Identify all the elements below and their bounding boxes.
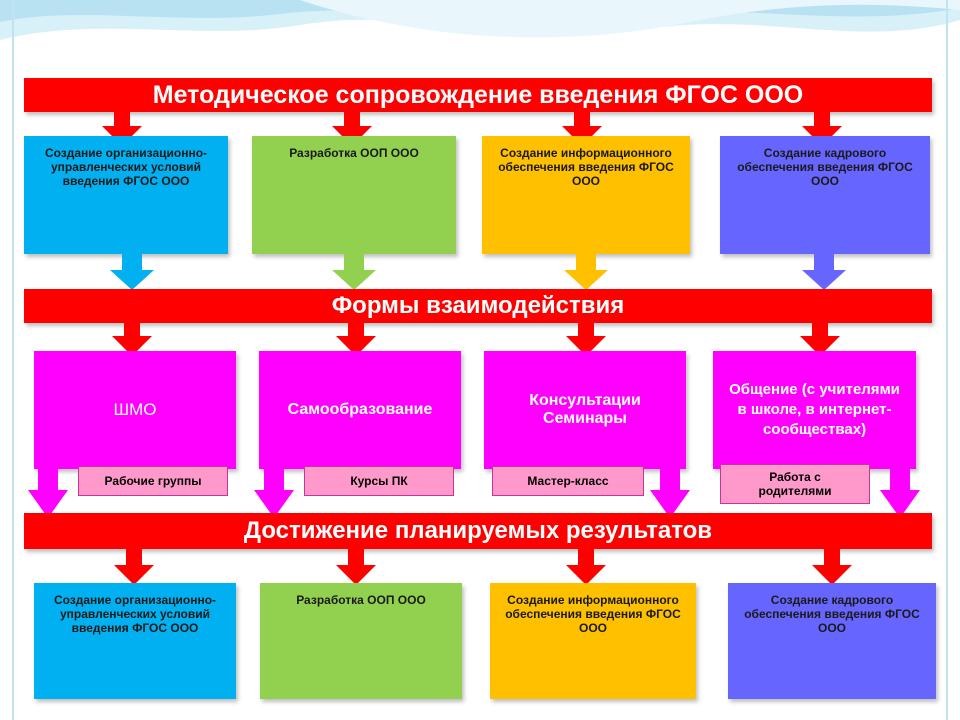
form-box-text: Самообразование — [287, 401, 433, 418]
tag-text: Мастер-класс — [527, 474, 609, 488]
bottom-box-text: Создание информационного обеспечения вве… — [505, 593, 681, 635]
form-box-text: Консультации Семинары — [529, 392, 641, 427]
arrow-down-icon — [566, 322, 606, 356]
arrow-down-icon — [880, 468, 920, 518]
bottom-box-org-conditions: Создание организационно-управленческих у… — [34, 583, 236, 699]
bottom-box-text: Разработка ООП ООО — [296, 593, 426, 607]
arrow-down-icon — [332, 254, 376, 290]
header-title: Методическое сопровождение введения ФГОС… — [152, 81, 804, 109]
arrow-down-icon — [28, 468, 68, 518]
tag-working-groups: Рабочие группы — [78, 466, 228, 496]
tag-text: Работа с родителями — [758, 470, 832, 498]
forms-title: Формы взаимодействия — [331, 292, 625, 319]
top-box-staff-support: Создание кадрового обеспечения введения … — [720, 136, 930, 254]
bottom-box-text: Создание организационно-управленческих у… — [53, 593, 217, 635]
tag-parents: Работа с родителями — [720, 464, 870, 504]
top-box-text: Создание организационно-управленческих у… — [44, 146, 208, 188]
tag-text: Рабочие группы — [104, 474, 202, 488]
arrow-down-icon — [102, 110, 142, 146]
arrow-down-icon — [110, 254, 154, 290]
arrow-down-icon — [254, 468, 294, 518]
arrow-down-icon — [336, 322, 376, 356]
form-box-consultations: Консультации Семинары — [484, 351, 686, 469]
form-box-self-education: Самообразование — [259, 351, 461, 469]
top-box-text: Создание информационного обеспечения вве… — [498, 146, 674, 188]
arrow-down-icon — [332, 110, 372, 146]
results-banner: Достижение планируемых результатов — [24, 513, 932, 549]
header-banner: Методическое сопровождение введения ФГОС… — [24, 78, 932, 112]
form-box-shmo: ШМО — [34, 351, 236, 469]
arrow-down-icon — [114, 547, 154, 585]
bottom-box-info-support: Создание информационного обеспечения вве… — [490, 583, 696, 699]
form-box-communication: Общение (с учителями в школе, в интернет… — [713, 351, 916, 469]
results-title: Достижение планируемых результатов — [243, 517, 713, 544]
arrow-down-icon — [564, 254, 608, 290]
tag-master-class: Мастер-класс — [492, 466, 644, 496]
tag-text: Курсы ПК — [350, 474, 408, 488]
arrow-down-icon — [800, 322, 840, 356]
arrow-down-icon — [336, 547, 376, 585]
form-box-text: Общение (с учителями в школе, в интернет… — [729, 381, 900, 438]
background-wave — [0, 0, 960, 40]
bottom-box-text: Создание кадрового обеспечения введения … — [744, 593, 920, 635]
top-box-oop-development: Разработка ООП ООО — [252, 136, 456, 254]
arrow-down-icon — [802, 110, 842, 146]
top-box-org-conditions: Создание организационно-управленческих у… — [24, 136, 228, 254]
bottom-box-staff-support: Создание кадрового обеспечения введения … — [728, 583, 936, 699]
arrow-down-icon — [650, 468, 690, 518]
arrow-down-icon — [566, 547, 606, 585]
forms-banner: Формы взаимодействия — [24, 289, 932, 323]
bottom-box-oop-development: Разработка ООП ООО — [260, 583, 462, 699]
frame-line-left — [12, 0, 14, 720]
frame-line-right — [946, 0, 948, 720]
top-box-text: Разработка ООП ООО — [289, 146, 419, 160]
top-box-text: Создание кадрового обеспечения введения … — [737, 146, 913, 188]
top-box-info-support: Создание информационного обеспечения вве… — [482, 136, 690, 254]
arrow-down-icon — [562, 110, 602, 146]
arrow-down-icon — [812, 547, 852, 585]
form-box-text: ШМО — [113, 400, 157, 419]
tag-courses: Курсы ПК — [304, 466, 454, 496]
arrow-down-icon — [802, 254, 846, 290]
arrow-down-icon — [112, 322, 152, 356]
